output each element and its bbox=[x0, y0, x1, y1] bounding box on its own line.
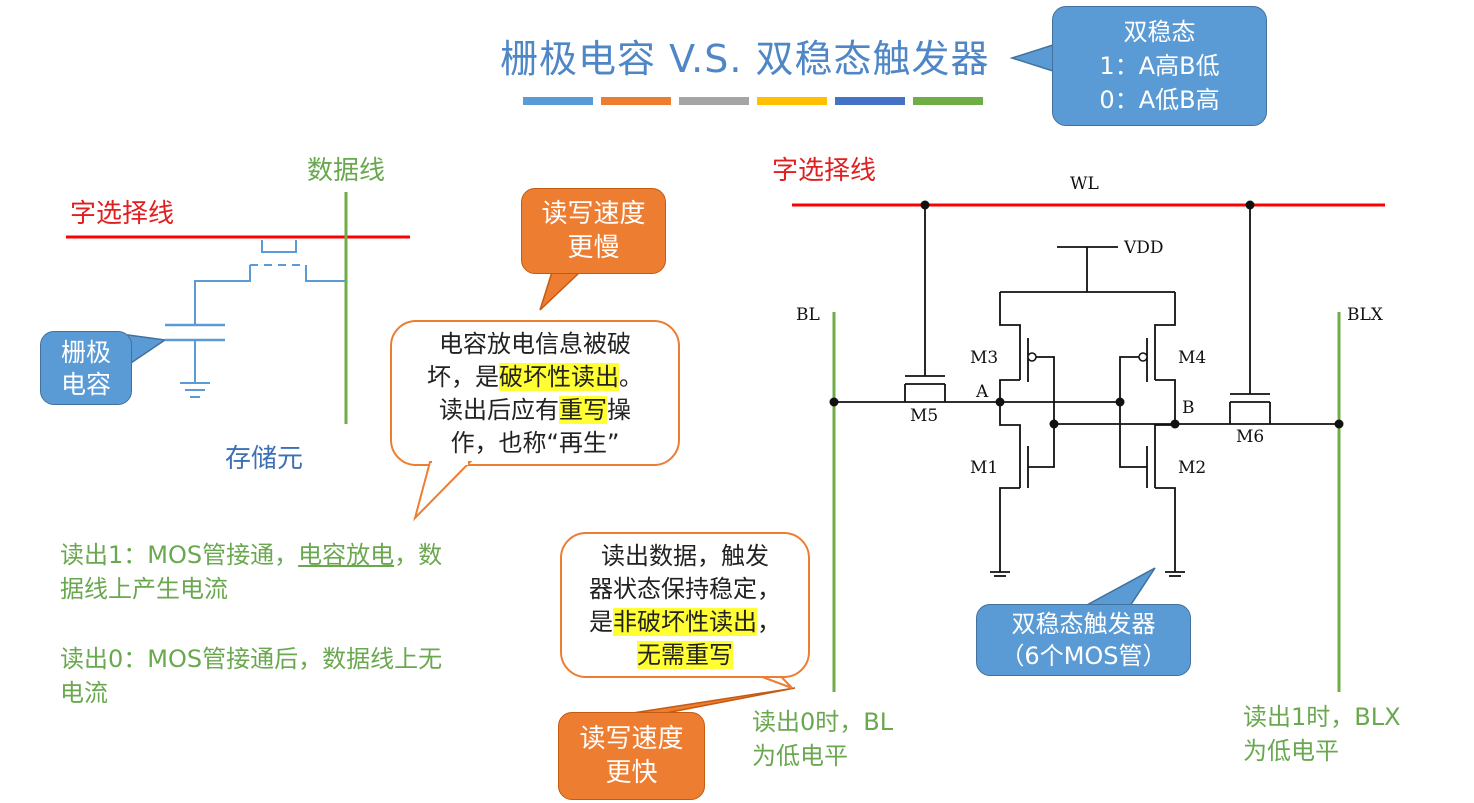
rbubble-line2: 器状态保持稳定， bbox=[589, 575, 781, 603]
bubble-destructive-read: 破坏性读出 bbox=[499, 363, 619, 391]
wl-label: WL bbox=[1070, 174, 1099, 194]
slower-callout: 读写速度 更慢 bbox=[521, 188, 666, 274]
bl-label: BL bbox=[796, 305, 820, 325]
m3-label: M3 bbox=[970, 348, 999, 368]
blx-label: BLX bbox=[1347, 305, 1383, 325]
title-stripe bbox=[679, 97, 749, 105]
title-stripe bbox=[601, 97, 671, 105]
rbubble-line1: 读出数据，触发 bbox=[601, 542, 769, 570]
rbubble-line3-pre: 是 bbox=[589, 608, 613, 636]
faster-callout: 读写速度 更快 bbox=[558, 712, 705, 800]
title-stripe bbox=[757, 97, 827, 105]
sram-wiring bbox=[834, 205, 1339, 577]
read1-line2: 据线上产生电流 bbox=[60, 575, 228, 603]
bubble-line3-pre: 读出后应有 bbox=[439, 396, 559, 424]
title-stripe bbox=[523, 97, 593, 105]
read1-post: ，数 bbox=[394, 541, 443, 569]
m4-label: M4 bbox=[1178, 348, 1207, 368]
right-read0-line1: 读出0时，BL bbox=[752, 708, 894, 736]
left-mos-transistor bbox=[165, 240, 346, 398]
flipflop-callout: 双稳态触发器 （6个MOS管） bbox=[976, 604, 1191, 676]
bubble-line2-pre: 坏，是 bbox=[427, 363, 499, 391]
read1-underlined: 电容放电 bbox=[298, 541, 395, 569]
bubble-rewrite: 重写 bbox=[559, 396, 607, 424]
slower-line1: 读写速度 bbox=[541, 199, 646, 229]
storage-cell-label: 存储元 bbox=[225, 444, 304, 474]
m3-pmos-bubble bbox=[1027, 352, 1037, 362]
bistable-callout: 双稳态 1：A高B低 0：A低B高 bbox=[1052, 6, 1267, 126]
bubble-line3-post: 操 bbox=[607, 396, 631, 424]
m4-pmos-bubble bbox=[1138, 352, 1148, 362]
title-stripe bbox=[835, 97, 905, 105]
bistable-line1: 1：A高B低 bbox=[1099, 52, 1220, 80]
read0-line1: 读出0：MOS管接通后，数据线上无 bbox=[60, 645, 443, 673]
left-word-line-label: 字选择线 bbox=[70, 199, 175, 229]
junction-dots bbox=[829, 200, 1344, 429]
left-read1-text: 读出1：MOS管接通，电容放电，数 据线上产生电流 bbox=[60, 538, 530, 606]
left-read0-text: 读出0：MOS管接通后，数据线上无 电流 bbox=[60, 642, 530, 710]
bubble-line1: 电容放电信息被破 bbox=[439, 330, 631, 358]
rbubble-non-destructive: 非破坏性读出 bbox=[613, 608, 757, 636]
faster-line1: 读写速度 bbox=[579, 724, 684, 754]
node-b-label: B bbox=[1182, 398, 1195, 418]
gate-cap-callout: 栅极 电容 bbox=[40, 331, 132, 405]
title-stripe bbox=[913, 97, 983, 105]
slower-callout-pointer bbox=[539, 271, 582, 311]
gate-cap-callout-pointer bbox=[127, 334, 168, 367]
flipflop-line1: 双稳态触发器 bbox=[1011, 610, 1156, 638]
title-stripes bbox=[523, 97, 985, 105]
right-read1-line1: 读出1时，BLX bbox=[1243, 703, 1401, 731]
right-read0-line2: 为低电平 bbox=[752, 742, 848, 770]
m5-label: M5 bbox=[910, 406, 939, 426]
m1-label: M1 bbox=[970, 458, 999, 478]
flipflop-callout-pointer bbox=[1084, 567, 1156, 607]
bistable-title: 双稳态 bbox=[1123, 18, 1196, 46]
destructive-read-bubble: 电容放电信息被破 坏，是破坏性读出。 读出后应有重写操 作，也称“再生” bbox=[390, 320, 680, 466]
flipflop-line2: （6个MOS管） bbox=[1000, 642, 1167, 670]
rbubble-line3-post: ， bbox=[757, 608, 781, 636]
right-read1-text: 读出1时，BLX 为低电平 bbox=[1243, 700, 1401, 768]
right-read0-text: 读出0时，BL 为低电平 bbox=[752, 705, 893, 773]
read0-line2: 电流 bbox=[60, 679, 108, 707]
gate-cap-line1: 栅极 bbox=[60, 338, 111, 367]
slower-line2: 更慢 bbox=[567, 233, 620, 263]
non-destructive-read-bubble: 读出数据，触发 器状态保持稳定， 是非破坏性读出， 无需重写 bbox=[560, 532, 810, 678]
page-title: 栅极电容 V.S. 双稳态触发器 bbox=[500, 37, 990, 81]
node-a-label: A bbox=[976, 382, 989, 402]
bubble-line2-post: 。 bbox=[619, 363, 643, 391]
right-read1-line2: 为低电平 bbox=[1243, 737, 1339, 765]
gate-cap-line2: 电容 bbox=[60, 370, 111, 399]
bubble-line4: 作，也称“再生” bbox=[450, 429, 620, 457]
bistable-line2: 0：A低B高 bbox=[1099, 86, 1220, 114]
faster-line2: 更快 bbox=[605, 758, 658, 788]
left-data-line-label: 数据线 bbox=[307, 156, 386, 186]
rbubble-no-rewrite: 无需重写 bbox=[637, 641, 733, 669]
read1-pre: 读出1：MOS管接通， bbox=[60, 541, 299, 569]
m6-label: M6 bbox=[1236, 427, 1265, 447]
bistable-callout-pointer bbox=[1009, 42, 1057, 74]
right-word-line-label: 字选择线 bbox=[772, 156, 877, 186]
m2-label: M2 bbox=[1178, 458, 1207, 478]
vdd-label: VDD bbox=[1124, 238, 1164, 258]
